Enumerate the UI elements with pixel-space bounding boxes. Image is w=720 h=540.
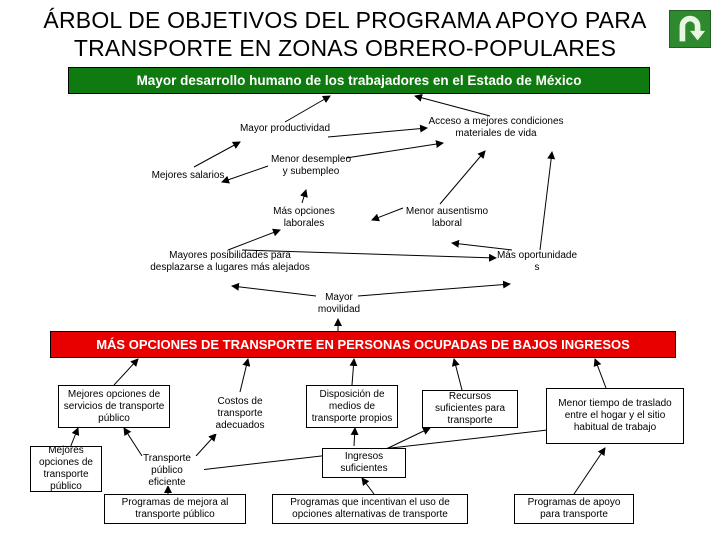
central-objective-banner: MÁS OPCIONES DE TRANSPORTE EN PERSONAS O…	[50, 331, 676, 358]
node-mas-opciones-laborales: Más opciones laborales	[273, 206, 335, 229]
arrow-productividad-to-acceso	[327, 124, 428, 138]
arrow-oportunidades-to-ausentismo	[451, 239, 513, 251]
arrow-laborales-to-desempleo	[300, 189, 308, 204]
arrow-servicios-to-objective	[113, 358, 139, 386]
arrow-movilidad-to-oportunidades	[357, 280, 511, 297]
page-title: ÁRBOL DE OBJETIVOS DEL PROGRAMA APOYO PA…	[0, 6, 690, 62]
arrow-eficiente-to-costos	[195, 433, 217, 457]
arrow-acceso-to-banner	[414, 93, 491, 117]
title-line-2: TRANSPORTE EN ZONAS OBRERO-POPULARES	[73, 35, 617, 61]
box-recursos-suficientes: Recursos suficientes para transporte	[422, 390, 518, 428]
box-disposicion-medios: Disposición de medios de transporte prop…	[306, 385, 398, 428]
box-ingresos-suficientes: Ingresos suficientes	[322, 448, 406, 478]
arrow-oportunidades-to-acceso	[539, 151, 556, 251]
arrow-desempleo-to-salarios	[221, 165, 269, 184]
node-mejores-salarios: Mejores salarios	[151, 170, 225, 181]
node-mayor-movilidad: Mayor movilidad	[317, 292, 361, 315]
box-programa-mejora: Programas de mejora al transporte públic…	[104, 494, 246, 524]
back-button[interactable]	[669, 10, 711, 48]
node-menor-ausentismo: Menor ausentismo laboral	[405, 206, 489, 229]
arrow-salarios-to-productividad	[193, 141, 241, 168]
arrow-posibilidades-to-laborales	[227, 228, 281, 251]
top-end-banner: Mayor desarrollo humano de los trabajado…	[68, 67, 650, 94]
title-line-1: ÁRBOL DE OBJETIVOS DEL PROGRAMA APOYO PA…	[43, 7, 647, 33]
node-mas-oportunidades: Más oportunidade s	[496, 250, 578, 273]
arrow-movilidad-to-posibilidades	[231, 282, 317, 297]
arrow-incentivan-to-ingresos	[361, 477, 375, 495]
box-programa-incentivan: Programas que incentivan el uso de opcio…	[272, 494, 468, 524]
arrow-disposicion-to-objective	[349, 358, 358, 386]
arrow-apoyo-to-menortiempo	[573, 447, 606, 495]
u-turn-arrow-icon	[679, 15, 706, 42]
node-menor-desempleo: Menor desempleo y subempleo	[270, 154, 352, 177]
arrow-recursos-to-objective	[451, 358, 463, 391]
arrow-ingresos-to-recursos	[383, 427, 431, 451]
box-menor-tiempo: Menor tiempo de traslado entre el hogar …	[546, 388, 684, 444]
arrow-eficiente-to-servicios	[123, 427, 143, 457]
arrow-ausentismo-to-laborales	[371, 207, 404, 222]
box-mejores-opciones-publico: Mejores opciones de transporte público	[30, 445, 102, 492]
node-mayor-productividad: Mayor productividad	[239, 123, 331, 134]
arrow-productividad-to-banner	[284, 95, 331, 123]
arrow-desempleo-to-acceso	[345, 140, 444, 159]
box-costos-transporte: Costos de transporte adecuados	[212, 394, 268, 434]
arrow-menortiempo-to-objective	[593, 358, 607, 389]
arrow-costos-to-objective	[239, 358, 251, 393]
node-mayores-posibilidades: Mayores posibilidades para desplazarse a…	[150, 250, 310, 273]
arrow-publico-to-servicios	[69, 427, 80, 449]
arrow-ingresos-to-disposicion	[350, 427, 359, 447]
box-programa-apoyo: Programas de apoyo para transporte	[514, 494, 634, 524]
box-transporte-eficiente: Transporte público eficiente	[130, 453, 204, 488]
arrow-posibilidades-to-oportunidades	[241, 249, 497, 262]
box-mejores-opciones-servicios: Mejores opciones de servicios de transpo…	[58, 385, 170, 428]
arrow-ausentismo-to-acceso	[439, 150, 486, 205]
node-acceso-mejores: Acceso a mejores condiciones materiales …	[428, 116, 564, 139]
